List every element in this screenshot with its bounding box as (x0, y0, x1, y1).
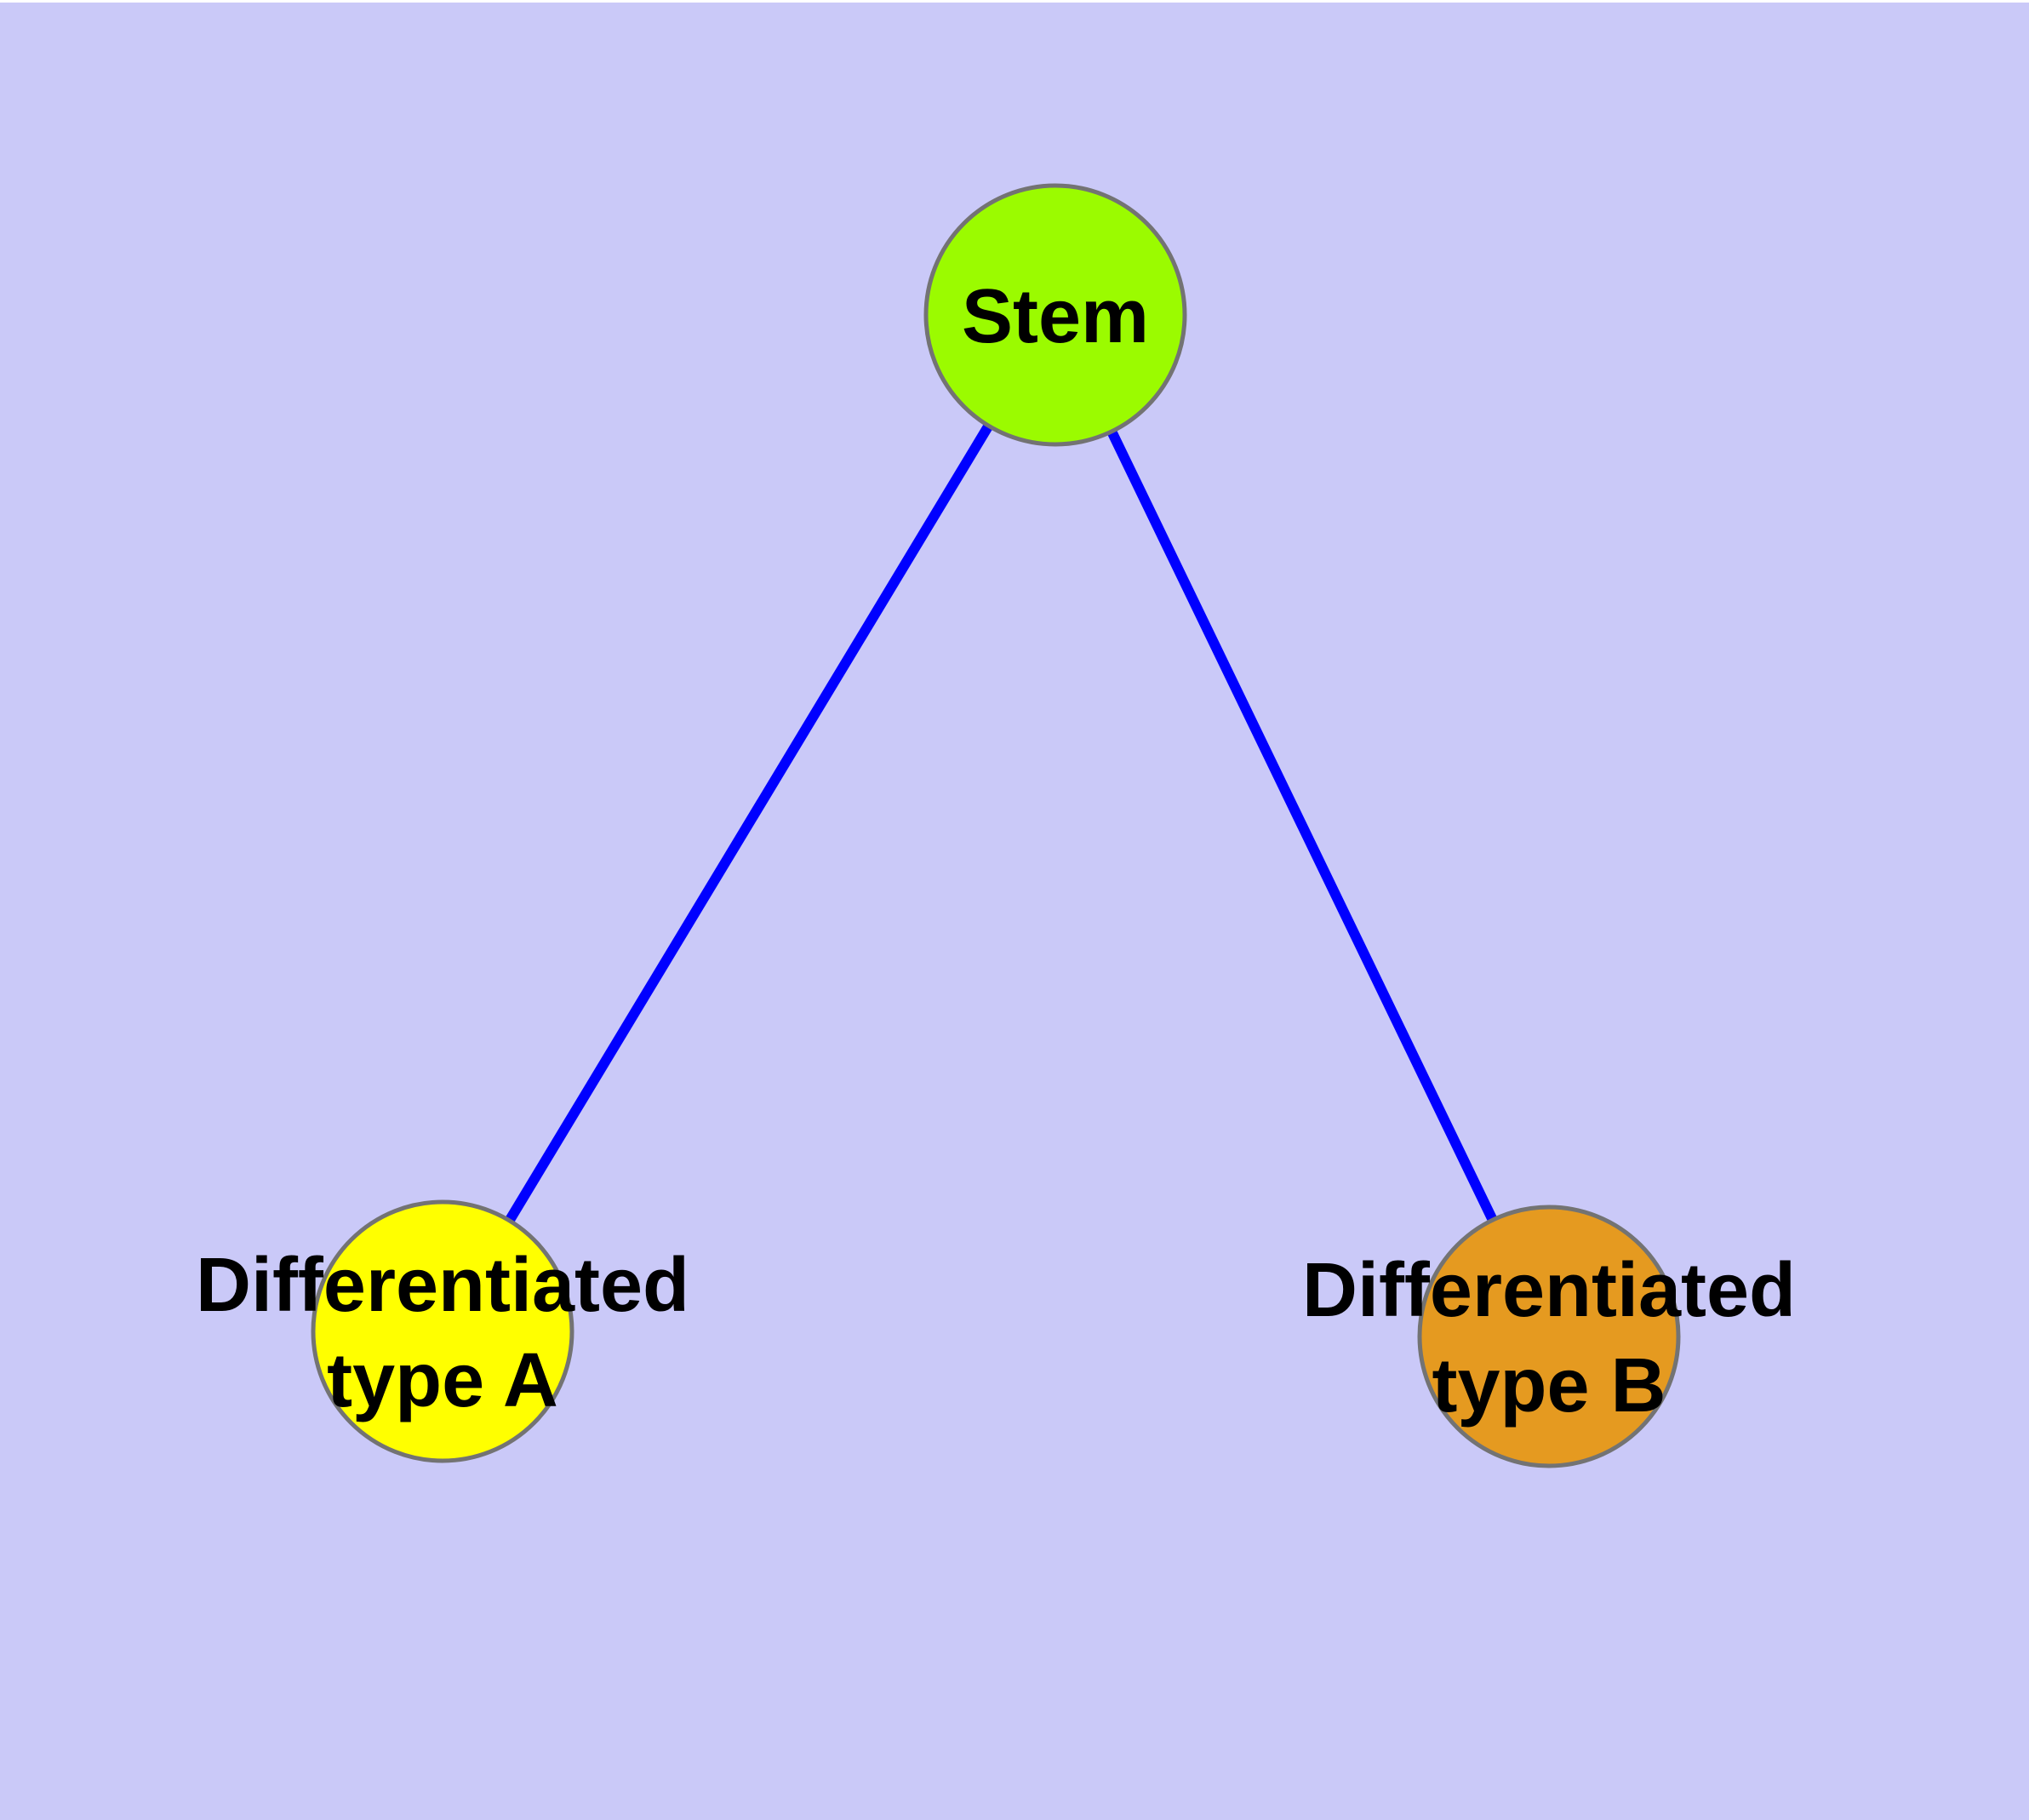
edge-stem-to-differentiated-type-b (1050, 312, 1554, 1339)
node-label-line: Differentiated (1302, 1248, 1796, 1333)
node-circle-stem (923, 183, 1187, 447)
top-margin-strip (0, 0, 2029, 3)
edge-stem-to-differentiated-type-a (437, 312, 1060, 1335)
node-circle-differentiated-type-a (311, 1199, 574, 1463)
node-label-differentiated-type-b: Differentiated type B (1302, 1248, 1796, 1428)
node-label-line: type B (1432, 1343, 1666, 1428)
edges-layer (437, 312, 1554, 1339)
node-circle-differentiated-type-b (1417, 1205, 1681, 1468)
node-stem: Stem (923, 183, 1187, 447)
node-differentiated-type-b: Differentiated type B (1302, 1205, 1796, 1468)
node-label-line: type A (327, 1338, 558, 1423)
node-label-line: Stem (962, 274, 1149, 359)
node-label-stem: Stem (962, 274, 1149, 359)
node-label-differentiated-type-a: Differentiated type A (196, 1243, 689, 1423)
node-label-line: Differentiated (196, 1243, 689, 1328)
node-differentiated-type-a: Differentiated type A (196, 1199, 689, 1463)
